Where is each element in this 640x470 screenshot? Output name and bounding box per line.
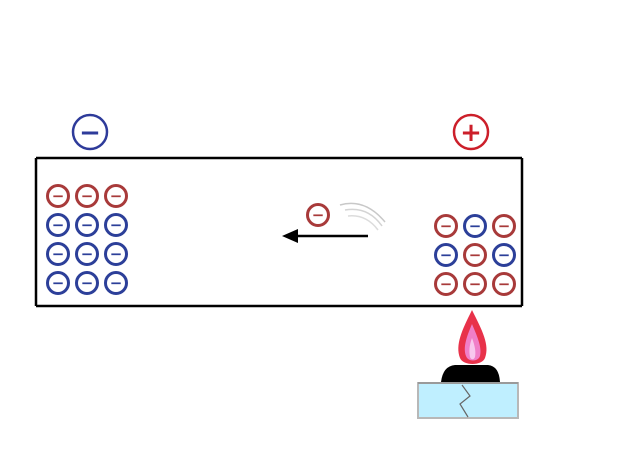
blue-particle: − bbox=[492, 243, 516, 267]
particle-ring bbox=[434, 243, 458, 267]
particle-sign: − bbox=[440, 246, 453, 264]
negative-terminal-ring bbox=[71, 113, 109, 151]
particle-ring bbox=[104, 213, 128, 237]
right-particle-cluster: −−−−−−−−− bbox=[434, 214, 516, 296]
moving-particle: − bbox=[306, 203, 330, 227]
red-particle: − bbox=[104, 184, 128, 208]
blue-particle: − bbox=[46, 213, 70, 237]
motion-trail-line bbox=[339, 202, 386, 223]
particle-ring bbox=[434, 214, 458, 238]
red-particle: − bbox=[492, 214, 516, 238]
particle-ring bbox=[75, 242, 99, 266]
particle-ring bbox=[463, 272, 487, 296]
red-particle: − bbox=[463, 243, 487, 267]
particle-sign: − bbox=[52, 245, 65, 263]
particle-sign: − bbox=[52, 187, 65, 205]
tube bbox=[34, 156, 524, 308]
blue-particle: − bbox=[104, 213, 128, 237]
particle-sign: − bbox=[440, 275, 453, 293]
red-particle: − bbox=[75, 184, 99, 208]
particle-ring bbox=[104, 242, 128, 266]
particle-sign: − bbox=[469, 275, 482, 293]
blue-particle: − bbox=[104, 242, 128, 266]
particle-sign: − bbox=[81, 245, 94, 263]
particle-ring bbox=[46, 271, 70, 295]
positive-terminal-ring bbox=[452, 113, 490, 151]
red-particle: − bbox=[434, 214, 458, 238]
particle-sign: − bbox=[110, 274, 123, 292]
blue-particle: − bbox=[463, 214, 487, 238]
particle-ring bbox=[463, 243, 487, 267]
particle-sign: − bbox=[81, 187, 94, 205]
particle-sign: − bbox=[110, 245, 123, 263]
red-particle: − bbox=[492, 272, 516, 296]
particle-ring bbox=[46, 213, 70, 237]
particle-ring bbox=[463, 214, 487, 238]
emitted-particle-group: − bbox=[282, 202, 386, 243]
particle-ring bbox=[75, 184, 99, 208]
particle-ring bbox=[75, 271, 99, 295]
blue-particle: − bbox=[104, 271, 128, 295]
bunsen-burner bbox=[417, 310, 519, 419]
particle-sign: − bbox=[52, 274, 65, 292]
left-particle-cluster: −−−−−−−−−−−− bbox=[46, 184, 128, 295]
negative-terminal: − bbox=[71, 113, 109, 151]
particle-sign: − bbox=[498, 246, 511, 264]
red-particle: − bbox=[434, 272, 458, 296]
particle-sign: − bbox=[498, 275, 511, 293]
blue-particle: − bbox=[434, 243, 458, 267]
particle-sign: − bbox=[440, 217, 453, 235]
red-particle: − bbox=[463, 272, 487, 296]
positive-terminal-symbol: + bbox=[460, 118, 482, 148]
motion-trail-line bbox=[344, 208, 383, 227]
particle-ring bbox=[104, 184, 128, 208]
particle-ring bbox=[104, 271, 128, 295]
flame-core bbox=[469, 338, 476, 360]
negative-terminal-symbol: − bbox=[79, 118, 101, 148]
particle-ring bbox=[46, 184, 70, 208]
particle-ring bbox=[75, 213, 99, 237]
particle-sign: − bbox=[81, 216, 94, 234]
particle-sign: − bbox=[52, 216, 65, 234]
blue-particle: − bbox=[75, 213, 99, 237]
red-particle: − bbox=[46, 184, 70, 208]
particle-ring bbox=[46, 242, 70, 266]
particle-sign: − bbox=[312, 206, 325, 224]
motion-trail-line bbox=[347, 215, 379, 231]
particle-sign: − bbox=[81, 274, 94, 292]
particle-ring bbox=[306, 203, 330, 227]
motion-arrow-head bbox=[282, 229, 298, 243]
particle-sign: − bbox=[469, 217, 482, 235]
particle-ring bbox=[434, 272, 458, 296]
particle-sign: − bbox=[498, 217, 511, 235]
particle-ring bbox=[492, 243, 516, 267]
burner-base bbox=[417, 382, 519, 419]
particle-ring bbox=[492, 214, 516, 238]
particle-sign: − bbox=[469, 246, 482, 264]
red-particle: − bbox=[306, 203, 330, 227]
particle-ring bbox=[492, 272, 516, 296]
blue-particle: − bbox=[46, 271, 70, 295]
blue-particle: − bbox=[46, 242, 70, 266]
blue-particle: − bbox=[75, 242, 99, 266]
positive-terminal: + bbox=[452, 113, 490, 151]
particle-sign: − bbox=[110, 216, 123, 234]
burner-crack-line bbox=[459, 384, 471, 418]
blue-particle: − bbox=[75, 271, 99, 295]
burner-top bbox=[441, 365, 500, 382]
particle-sign: − bbox=[110, 187, 123, 205]
